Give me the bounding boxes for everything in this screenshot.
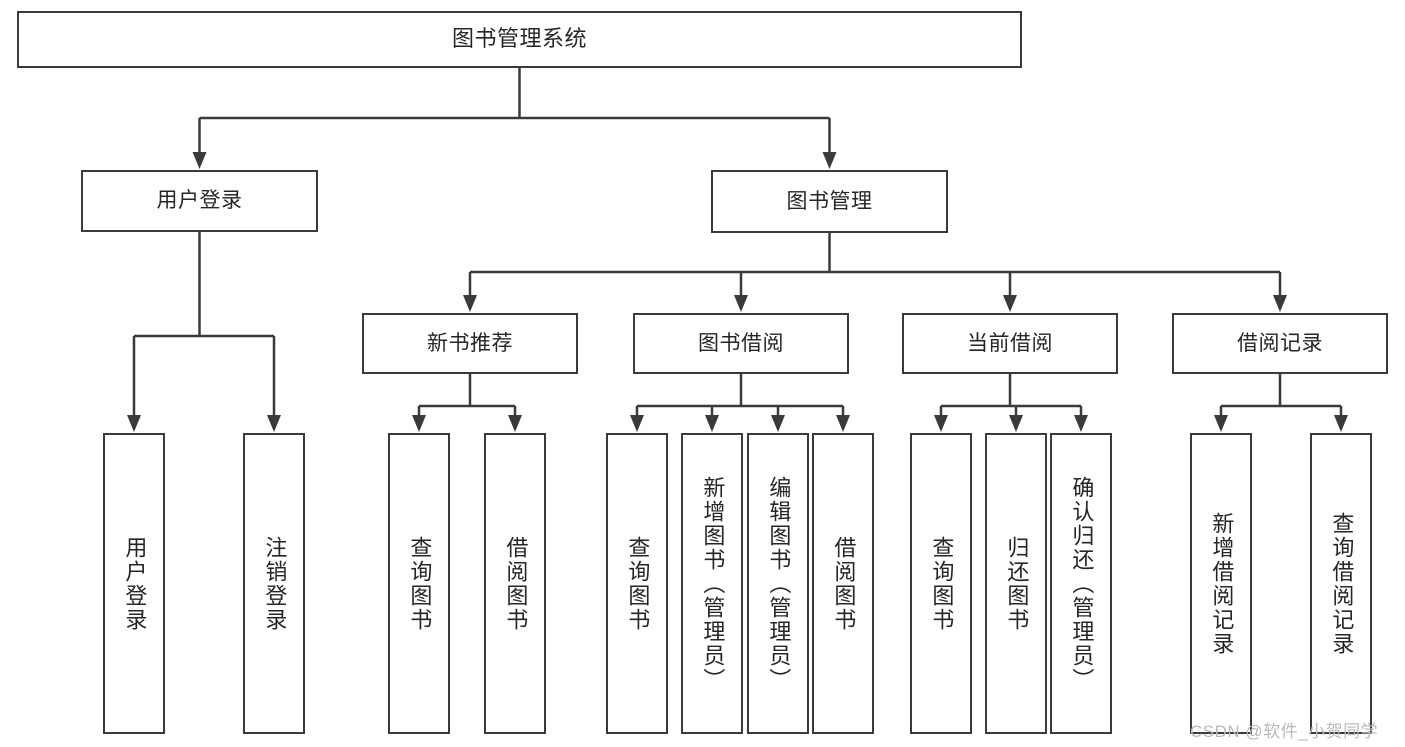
node-root[interactable]: 图书管理系统	[17, 11, 1022, 68]
conn-borrow-record-arrow-leaf-query-record	[1334, 415, 1348, 432]
node-leaf-user-login[interactable]: 用户登录	[103, 433, 165, 734]
node-label-leaf-borrow-book: 借阅图书	[831, 535, 857, 632]
node-label-leaf-return-book: 归还图书	[1004, 535, 1030, 632]
node-book-borrow[interactable]: 图书借阅	[633, 313, 849, 374]
node-leaf-logout[interactable]: 注销登录	[243, 433, 305, 734]
node-label-new-book-recommend: 新书推荐	[427, 331, 513, 355]
node-leaf-query-book-rec[interactable]: 查询图书	[388, 433, 450, 734]
node-leaf-return-book[interactable]: 归还图书	[985, 433, 1047, 734]
node-leaf-borrow-book[interactable]: 借阅图书	[812, 433, 874, 734]
node-label-leaf-edit-book: 编辑图书（管理员）	[766, 475, 792, 692]
node-label-leaf-query-record: 查询借阅记录	[1329, 511, 1355, 656]
node-leaf-query-record[interactable]: 查询借阅记录	[1310, 433, 1372, 734]
node-label-root: 图书管理系统	[451, 26, 587, 52]
node-borrow-record[interactable]: 借阅记录	[1172, 313, 1388, 374]
conn-book-borrow-arrow-leaf-edit-book	[771, 415, 785, 432]
node-label-book-manage: 图书管理	[786, 189, 873, 213]
node-label-user-login: 用户登录	[156, 189, 243, 213]
conn-current-borrow-arrow-leaf-confirm-return	[1074, 415, 1088, 432]
node-label-book-borrow: 图书借阅	[698, 331, 784, 355]
node-user-login[interactable]: 用户登录	[81, 170, 318, 232]
node-leaf-add-book[interactable]: 新增图书（管理员）	[681, 433, 743, 734]
conn-user-login-arrow-leaf-logout	[267, 415, 281, 432]
node-label-leaf-logout: 注销登录	[262, 535, 288, 632]
node-label-leaf-borrow-book-rec: 借阅图书	[503, 535, 529, 632]
node-leaf-borrow-book-rec[interactable]: 借阅图书	[484, 433, 546, 734]
conn-book-manage-arrow-current-borrow	[1003, 295, 1017, 312]
node-current-borrow[interactable]: 当前借阅	[902, 313, 1118, 374]
node-label-leaf-add-book: 新增图书（管理员）	[700, 475, 726, 692]
node-new-book-recommend[interactable]: 新书推荐	[362, 313, 578, 374]
node-leaf-query-book-cur[interactable]: 查询图书	[910, 433, 972, 734]
conn-root-arrow-user-login	[192, 152, 207, 169]
conn-book-borrow-arrow-leaf-add-book	[705, 415, 719, 432]
watermark: CSDN @软件_小贺同学	[1190, 722, 1379, 741]
node-leaf-confirm-return[interactable]: 确认归还（管理员）	[1050, 433, 1112, 734]
node-label-leaf-confirm-return: 确认归还（管理员）	[1069, 475, 1095, 692]
conn-current-borrow-arrow-leaf-query-book-cur	[934, 415, 948, 432]
node-label-leaf-query-book-rec: 查询图书	[407, 535, 433, 632]
conn-book-manage-arrow-book-borrow	[734, 295, 748, 312]
node-label-leaf-query-book-borrow: 查询图书	[625, 535, 651, 632]
node-leaf-add-record[interactable]: 新增借阅记录	[1190, 433, 1252, 734]
node-label-leaf-query-book-cur: 查询图书	[929, 535, 955, 632]
conn-borrow-record-arrow-leaf-add-record	[1214, 415, 1228, 432]
conn-root-arrow-book-manage	[822, 152, 837, 169]
conn-book-borrow-arrow-leaf-query-book-borrow	[630, 415, 644, 432]
conn-book-borrow-arrow-leaf-borrow-book	[836, 415, 850, 432]
node-leaf-query-book-borrow[interactable]: 查询图书	[606, 433, 668, 734]
conn-current-borrow-arrow-leaf-return-book	[1009, 415, 1023, 432]
conn-new-book-recommend-arrow-leaf-query-book-rec	[412, 415, 426, 432]
node-label-current-borrow: 当前借阅	[967, 331, 1053, 355]
node-leaf-edit-book[interactable]: 编辑图书（管理员）	[747, 433, 809, 734]
conn-user-login-arrow-leaf-user-login	[127, 415, 141, 432]
conn-new-book-recommend-arrow-leaf-borrow-book-rec	[508, 415, 522, 432]
conn-book-manage-arrow-new-book-recommend	[463, 295, 477, 312]
conn-book-manage-arrow-borrow-record	[1273, 295, 1287, 312]
node-label-leaf-add-record: 新增借阅记录	[1209, 511, 1235, 656]
node-label-borrow-record: 借阅记录	[1237, 331, 1323, 355]
node-book-manage[interactable]: 图书管理	[711, 170, 948, 233]
node-label-leaf-user-login: 用户登录	[122, 535, 148, 632]
